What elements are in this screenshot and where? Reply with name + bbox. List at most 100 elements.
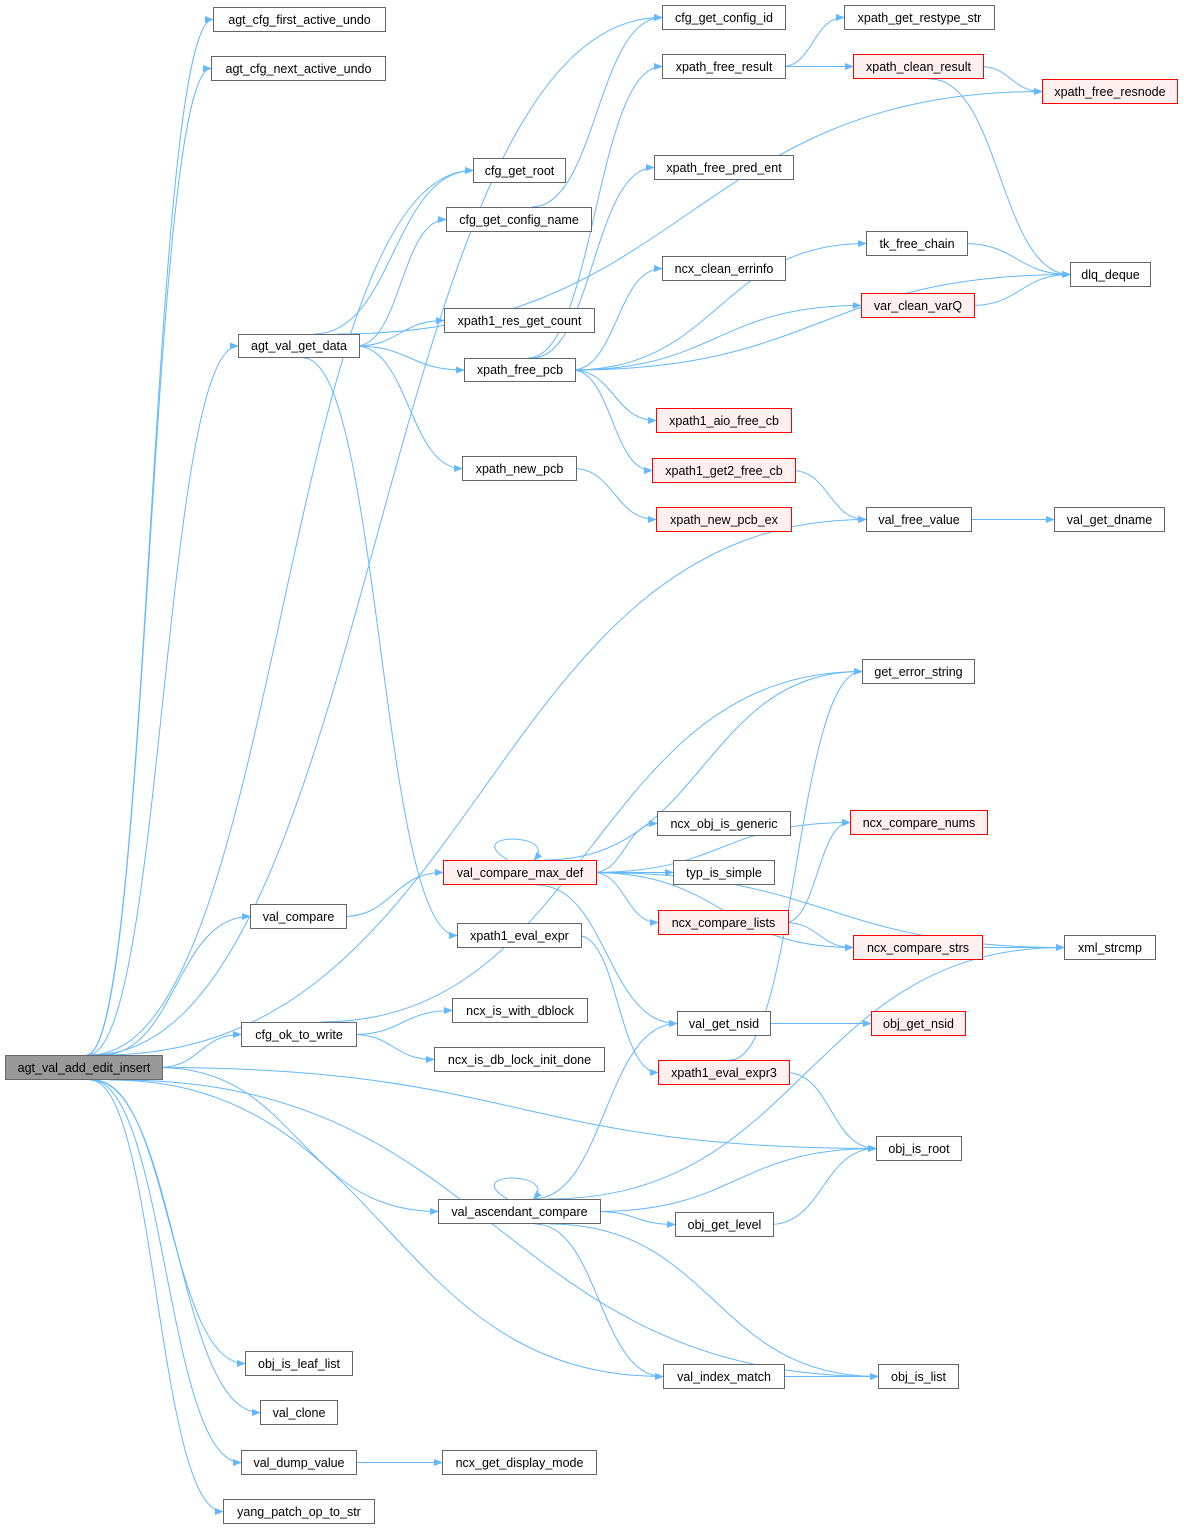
node-val-clone[interactable]: val_clone <box>260 1400 338 1425</box>
node-ncx-get-display-mode[interactable]: ncx_get_display_mode <box>442 1450 597 1475</box>
edge-agt-val-add-edit-insert-to-cfg-ok-to-write <box>158 1030 242 1068</box>
edge-xpath-free-result-to-xpath-get-restype-str <box>781 13 845 67</box>
node-obj-get-nsid[interactable]: obj_get_nsid <box>871 1011 966 1036</box>
edge-val-ascendant-compare-to-obj-get-level <box>596 1211 676 1229</box>
node-agt-cfg-next-active-undo[interactable]: agt_cfg_next_active_undo <box>211 56 386 81</box>
node-val-free-value[interactable]: val_free_value <box>866 507 972 532</box>
node-xml-strcmp[interactable]: xml_strcmp <box>1064 935 1156 960</box>
edge-agt-val-add-edit-insert-to-agt-val-get-data <box>87 342 239 1056</box>
edge-val-ascendant-compare-to-xml-strcmp <box>547 943 1065 1200</box>
node-obj-is-list[interactable]: obj_is_list <box>878 1364 959 1389</box>
edge-agt-val-add-edit-insert-to-val-free-value <box>103 515 867 1056</box>
node-ncx-clean-errinfo[interactable]: ncx_clean_errinfo <box>662 256 786 281</box>
node-xpath1-get2-free-cb[interactable]: xpath1_get2_free_cb <box>652 458 796 483</box>
edge-xpath-new-pcb-to-xpath-new-pcb-ex <box>572 468 657 524</box>
node-typ-is-simple[interactable]: typ_is_simple <box>673 860 775 885</box>
edge-ncx-compare-lists-to-ncx-compare-strs <box>784 922 854 952</box>
edge-obj-get-level-to-obj-is-root <box>769 1144 877 1225</box>
edge-agt-val-add-edit-insert-to-val-ascendant-compare <box>158 1067 439 1216</box>
edge-agt-val-add-edit-insert-to-yang-patch-op-to-str <box>90 1079 224 1516</box>
node-val-dump-value[interactable]: val_dump_value <box>241 1450 357 1475</box>
node-xpath1-eval-expr[interactable]: xpath1_eval_expr <box>457 923 582 948</box>
edge-val-compare-max-def-to-ncx-compare-nums <box>592 818 851 873</box>
node-xpath-get-restype-str[interactable]: xpath_get_restype_str <box>844 5 995 30</box>
edge-agt-val-add-edit-insert-to-cfg-get-config-id <box>91 13 663 1056</box>
node-ncx-compare-lists[interactable]: ncx_compare_lists <box>658 910 789 935</box>
edge-agt-val-add-edit-insert-to-val-dump-value <box>90 1079 242 1467</box>
node-xpath1-eval-expr3[interactable]: xpath1_eval_expr3 <box>658 1060 790 1085</box>
node-xpath-free-result[interactable]: xpath_free_result <box>662 54 786 79</box>
edge-agt-val-add-edit-insert-to-val-clone <box>91 1079 261 1417</box>
node-xpath-new-pcb[interactable]: xpath_new_pcb <box>462 456 577 481</box>
node-val-get-dname[interactable]: val_get_dname <box>1054 507 1165 532</box>
edge-xpath-free-pcb-to-dlq-deque <box>571 270 1071 371</box>
node-ncx-compare-strs[interactable]: ncx_compare_strs <box>853 935 983 960</box>
node-xpath-free-pcb[interactable]: xpath_free_pcb <box>464 358 576 382</box>
edge-agt-val-add-edit-insert-to-obj-is-root <box>158 1067 877 1153</box>
node-xpath1-res-get-count[interactable]: xpath1_res_get_count <box>444 308 595 333</box>
node-cfg-get-config-id[interactable]: cfg_get_config_id <box>662 5 786 30</box>
edge-cfg-ok-to-write-to-ncx-is-with-dblock <box>352 1006 453 1035</box>
node-var-clean-varQ[interactable]: var_clean_varQ <box>861 293 975 318</box>
edge-val-compare-max-def-to-ncx-obj-is-generic <box>592 819 658 873</box>
node-val-index-match[interactable]: val_index_match <box>663 1364 785 1389</box>
node-cfg-get-config-name[interactable]: cfg_get_config_name <box>446 207 592 232</box>
edge-xpath-clean-result-to-xpath-free-resnode <box>979 66 1043 96</box>
edge-xpath1-eval-expr3-to-obj-is-root <box>785 1072 877 1153</box>
node-cfg-get-root[interactable]: cfg_get_root <box>473 158 566 183</box>
edge-agt-val-get-data-to-xpath-new-pcb <box>355 345 463 473</box>
node-agt-val-get-data[interactable]: agt_val_get_data <box>238 334 360 358</box>
node-cfg-ok-to-write[interactable]: cfg_ok_to_write <box>241 1022 357 1047</box>
edge-agt-val-add-edit-insert-to-obj-is-list <box>117 1079 879 1381</box>
edge-agt-val-add-edit-insert-to-val-compare <box>101 912 251 1056</box>
edge-val-ascendant-compare-to-val-index-match <box>534 1223 664 1381</box>
node-obj-get-level[interactable]: obj_get_level <box>675 1212 774 1237</box>
node-get-error-string[interactable]: get_error_string <box>862 659 975 684</box>
node-obj-is-root[interactable]: obj_is_root <box>876 1136 962 1161</box>
node-yang-patch-op-to-str[interactable]: yang_patch_op_to_str <box>223 1499 375 1524</box>
edge-xpath-free-pcb-to-ncx-clean-errinfo <box>571 264 663 371</box>
edge-val-compare-to-val-compare-max-def <box>342 868 444 917</box>
node-xpath-new-pcb-ex[interactable]: xpath_new_pcb_ex <box>656 507 792 532</box>
edge-xpath1-eval-expr-to-xpath1-eval-expr3 <box>577 935 659 1077</box>
node-xpath1-aio-free-cb[interactable]: xpath1_aio_free_cb <box>656 408 792 433</box>
edge-agt-val-get-data-to-cfg-get-config-name <box>355 215 447 347</box>
node-val-compare-max-def[interactable]: val_compare_max_def <box>443 860 597 885</box>
edge-val-compare-max-def-to-ncx-compare-lists <box>592 872 659 927</box>
node-ncx-is-db-lock-init-done[interactable]: ncx_is_db_lock_init_done <box>434 1047 605 1072</box>
edge-xpath-clean-result-to-dlq-deque <box>930 78 1071 279</box>
edge-agt-val-get-data-to-xpath-free-pcb <box>355 345 465 374</box>
node-dlq-deque[interactable]: dlq_deque <box>1070 262 1151 287</box>
node-agt-cfg-first-active-undo[interactable]: agt_cfg_first_active_undo <box>213 7 386 32</box>
node-obj-is-leaf-list[interactable]: obj_is_leaf_list <box>245 1351 353 1376</box>
edge-cfg-ok-to-write-to-get-error-string <box>320 667 863 1023</box>
node-val-get-nsid[interactable]: val_get_nsid <box>677 1011 771 1036</box>
node-ncx-obj-is-generic[interactable]: ncx_obj_is_generic <box>657 811 791 836</box>
node-agt-val-add-edit-insert[interactable]: agt_val_add_edit_insert <box>5 1055 163 1080</box>
node-val-ascendant-compare[interactable]: val_ascendant_compare <box>438 1199 601 1224</box>
edge-xpath-free-pcb-to-var-clean-varQ <box>571 301 862 371</box>
node-xpath-free-pred-ent[interactable]: xpath_free_pred_ent <box>654 155 794 180</box>
edge-xpath-free-pcb-to-xpath-free-result <box>528 62 663 359</box>
edge-var-clean-varQ-to-dlq-deque <box>970 270 1071 306</box>
edge-tk-free-chain-to-dlq-deque <box>963 243 1071 279</box>
node-val-compare[interactable]: val_compare <box>250 904 347 929</box>
edge-val-compare-max-def-to-get-error-string <box>544 667 863 861</box>
edge-xpath1-get2-free-cb-to-val-free-value <box>791 470 867 524</box>
edge-agt-val-get-data-to-xpath1-eval-expr <box>303 357 458 940</box>
edge-agt-val-add-edit-insert-to-obj-is-leaf-list <box>93 1079 246 1368</box>
node-xpath-clean-result[interactable]: xpath_clean_result <box>853 54 984 79</box>
node-ncx-is-with-dblock[interactable]: ncx_is_with_dblock <box>452 998 588 1023</box>
edge-cfg-get-config-name-to-cfg-get-config-id <box>531 13 663 208</box>
edge-cfg-ok-to-write-to-ncx-is-db-lock-init-done <box>352 1034 435 1064</box>
edge-xpath-free-pcb-to-xpath1-get2-free-cb <box>571 369 653 475</box>
edge-agt-val-add-edit-insert-to-val-index-match <box>109 1079 664 1381</box>
edge-val-ascendant-compare-to-val-ascendant-compare <box>493 1177 542 1200</box>
edge-xpath-free-pcb-to-xpath-free-pred-ent <box>532 163 655 359</box>
edge-agt-val-add-edit-insert-to-agt-cfg-next-active-undo <box>86 65 212 1056</box>
node-xpath-free-resnode[interactable]: xpath_free_resnode <box>1042 79 1178 104</box>
node-tk-free-chain[interactable]: tk_free_chain <box>866 231 968 256</box>
edge-val-compare-max-def-to-val-compare-max-def <box>494 838 543 861</box>
node-ncx-compare-nums[interactable]: ncx_compare_nums <box>850 810 988 835</box>
